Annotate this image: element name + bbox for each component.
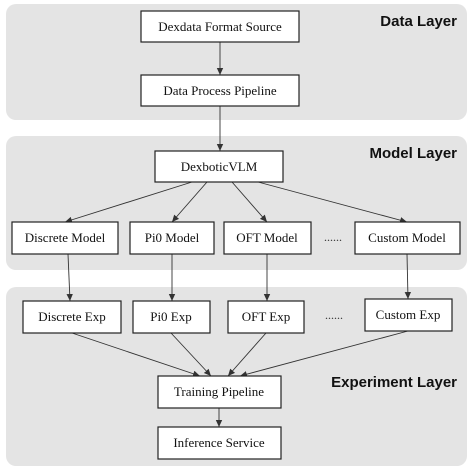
- model-row-ellipsis: ......: [324, 230, 342, 244]
- arrow-dexbotic-vlm-to-custom-model: [257, 181, 408, 224]
- node-inference-service: Inference Service: [157, 426, 282, 460]
- node-label: DexboticVLM: [181, 159, 258, 174]
- node-discrete-exp: Discrete Exp: [22, 300, 122, 334]
- node-data-process: Data Process Pipeline: [140, 74, 300, 107]
- node-label: OFT Exp: [242, 309, 291, 324]
- node-box: [227, 300, 305, 334]
- edges: [64, 42, 412, 427]
- node-oft-model: OFT Model: [223, 221, 312, 255]
- node-box: [223, 221, 312, 255]
- node-training-pipeline: Training Pipeline: [157, 375, 282, 409]
- node-label: Custom Model: [368, 230, 446, 245]
- node-box: [129, 221, 215, 255]
- node-label: Dexdata Format Source: [158, 19, 282, 34]
- node-custom-exp: Custom Exp: [364, 298, 453, 332]
- arrow-oft-exp-to-training-pipeline: [227, 332, 267, 377]
- model-layer-title: Model Layer: [369, 145, 457, 162]
- arrow-dexbotic-vlm-to-discrete-model: [64, 181, 193, 223]
- data-layer-title: Data Layer: [380, 13, 457, 30]
- experiment-layer-title: Experiment Layer: [331, 374, 457, 391]
- node-label: Pi0 Model: [145, 230, 200, 245]
- node-label: Discrete Model: [25, 230, 106, 245]
- arrow-custom-exp-to-training-pipeline: [239, 330, 409, 378]
- arrow-custom-model-to-custom-exp: [404, 253, 412, 300]
- node-dexdata-source: Dexdata Format Source: [140, 10, 300, 43]
- node-oft-exp: OFT Exp: [227, 300, 305, 334]
- arrow-dexbotic-vlm-to-pi0-model: [171, 181, 208, 223]
- node-box: [364, 298, 453, 332]
- node-label: Pi0 Exp: [150, 309, 192, 324]
- model-layer-background: [6, 136, 467, 270]
- model-layer: Model Layer: [6, 136, 467, 270]
- node-pi0-exp: Pi0 Exp: [132, 300, 211, 334]
- node-box: [157, 375, 282, 409]
- arrow-discrete-model-to-discrete-exp: [66, 253, 73, 302]
- node-box: [157, 426, 282, 460]
- node-label: Custom Exp: [376, 307, 441, 322]
- node-discrete-model: Discrete Model: [11, 221, 119, 255]
- node-box: [154, 150, 284, 183]
- node-label: Training Pipeline: [174, 384, 264, 399]
- node-box: [22, 300, 122, 334]
- exp-row-ellipsis: ......: [325, 308, 343, 322]
- node-custom-model: Custom Model: [354, 221, 461, 255]
- node-box: [140, 74, 300, 107]
- node-box: [132, 300, 211, 334]
- data-layer-background: [6, 4, 467, 120]
- node-label: Inference Service: [173, 435, 265, 450]
- node-box: [354, 221, 461, 255]
- data-layer: Data Layer: [6, 4, 467, 120]
- node-dexbotic-vlm: DexboticVLM: [154, 150, 284, 183]
- node-box: [140, 10, 300, 43]
- arrow-discrete-exp-to-training-pipeline: [71, 332, 201, 377]
- arrow-pi0-exp-to-training-pipeline: [170, 332, 212, 377]
- node-label: Discrete Exp: [38, 309, 106, 324]
- node-pi0-model: Pi0 Model: [129, 221, 215, 255]
- node-box: [11, 221, 119, 255]
- node-label: Data Process Pipeline: [163, 83, 277, 98]
- node-label: OFT Model: [236, 230, 298, 245]
- arrow-dexbotic-vlm-to-oft-model: [231, 181, 268, 223]
